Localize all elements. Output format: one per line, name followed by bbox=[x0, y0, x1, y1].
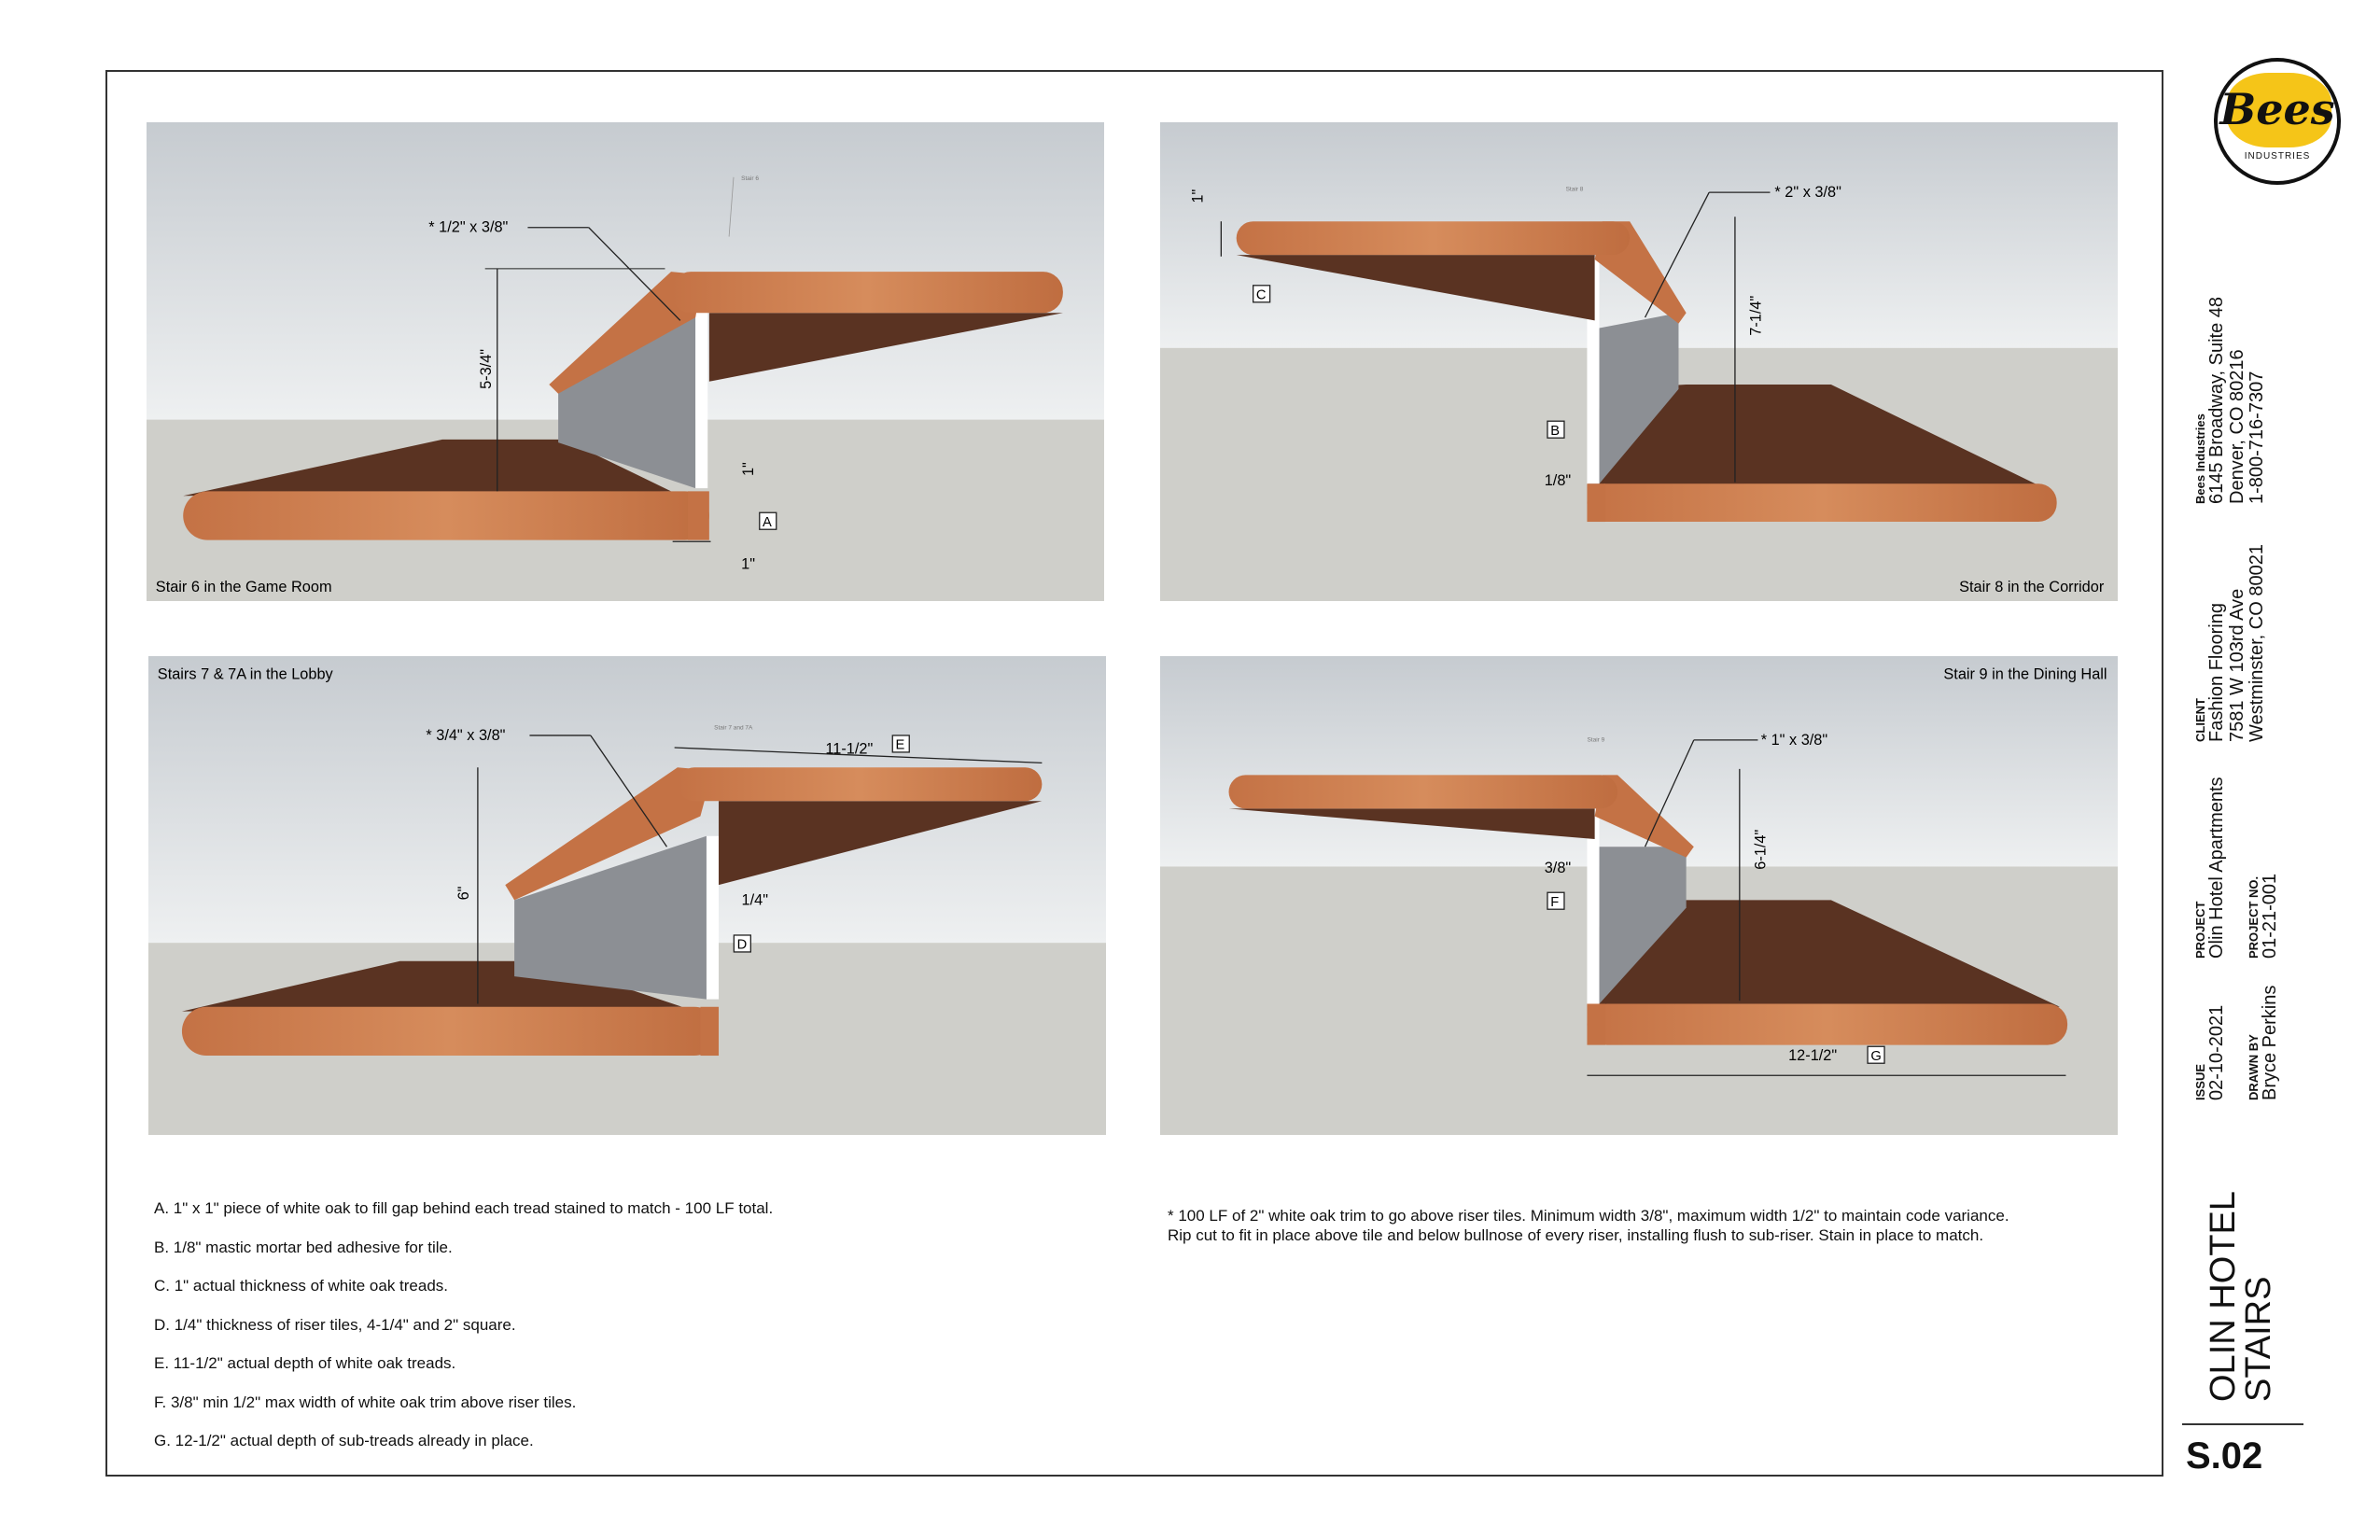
honeycomb-icon bbox=[2227, 73, 2331, 147]
drawing-border bbox=[105, 70, 2163, 1477]
view-caption: Stair 9 in the Dining Hall bbox=[1943, 666, 2107, 683]
trim-note-line-2: Rip cut to fit in place above tile and b… bbox=[1168, 1226, 1984, 1244]
issue-label: ISSUE bbox=[2193, 1063, 2207, 1100]
tile-thickness-dimension: 1/4" bbox=[742, 891, 769, 908]
drawn-by-info: DRAWN BY Bryce Perkins bbox=[2247, 986, 2281, 1100]
depth-dimension: 11-1/2" bbox=[825, 741, 873, 758]
company-city: Denver, CO 80216 bbox=[2226, 349, 2247, 504]
trim-dimension: * 1/2" x 3/8" bbox=[428, 219, 508, 236]
rise-dimension: 6" bbox=[455, 886, 472, 900]
client-city: Westminster, CO 80021 bbox=[2247, 544, 2268, 742]
trim-dimension: * 3/4" x 3/8" bbox=[426, 727, 505, 744]
trim-width-dimension: 3/8" bbox=[1545, 860, 1572, 876]
client-label: CLIENT bbox=[2193, 698, 2207, 742]
thickness-dimension: 1" bbox=[740, 462, 757, 476]
callout-e: E bbox=[896, 738, 905, 753]
logo-wordmark: Bees bbox=[2219, 84, 2335, 134]
company-info: Bees Industries 6145 Broadway, Suite 48 … bbox=[2193, 296, 2268, 504]
sheet-number: S.02 bbox=[2186, 1435, 2263, 1477]
company-name: Bees Industries bbox=[2193, 413, 2207, 504]
project-info: PROJECT Olin Hotel Apartments bbox=[2193, 777, 2228, 959]
project-number: 01-21-001 bbox=[2260, 873, 2281, 959]
callout-f: F bbox=[1550, 895, 1559, 910]
note-e: E. 11-1/2" actual depth of white oak tre… bbox=[154, 1354, 456, 1372]
callout-c: C bbox=[1256, 288, 1267, 303]
view-caption: Stairs 7 & 7A in the Lobby bbox=[158, 666, 334, 683]
company-address: 6145 Broadway, Suite 48 bbox=[2206, 296, 2228, 504]
client-name: Fashion Flooring bbox=[2206, 603, 2228, 742]
issue-date: 02-10-2021 bbox=[2206, 1004, 2228, 1100]
sheet-title: OLIN HOTEL STAIRS bbox=[2204, 1191, 2278, 1402]
rise-dimension: 6-1/4" bbox=[1753, 830, 1770, 870]
rise-dimension: 7-1/4" bbox=[1748, 296, 1765, 336]
view-caption: Stair 6 in the Game Room bbox=[156, 579, 332, 595]
sheet-title-line-1: OLIN HOTEL bbox=[2204, 1191, 2243, 1402]
callout-b: B bbox=[1550, 424, 1560, 439]
title-divider bbox=[2182, 1423, 2303, 1425]
stair-tag: Stair 7 and 7A bbox=[714, 724, 753, 731]
gap-dimension: 1" bbox=[741, 556, 755, 573]
stair-tag: Stair 6 bbox=[741, 175, 759, 182]
adhesive-dimension: 1/8" bbox=[1545, 472, 1572, 489]
stair-tag: Stair 9 bbox=[1587, 736, 1604, 743]
view-stair-7: * 3/4" x 3/8" 6" Stair 7 and 7A 11-1/2" … bbox=[148, 656, 1106, 1135]
company-phone: 1-800-716-7307 bbox=[2247, 371, 2268, 504]
issue-info: ISSUE 02-10-2021 bbox=[2193, 1004, 2228, 1100]
rise-dimension: 5-3/4" bbox=[478, 349, 495, 389]
view-caption: Stair 8 in the Corridor bbox=[1959, 579, 2105, 595]
sheet-title-line-2: STAIRS bbox=[2239, 1276, 2278, 1402]
trim-dimension: * 1" x 3/8" bbox=[1761, 732, 1828, 749]
project-label: PROJECT bbox=[2193, 901, 2207, 959]
note-f: F. 3/8" min 1/2" max width of white oak … bbox=[154, 1393, 577, 1411]
client-info: CLIENT Fashion Flooring 7581 W 103rd Ave… bbox=[2193, 544, 2268, 742]
view-stair-9: * 1" x 3/8" 6-1/4" Stair 9 3/8" 12-1/2" … bbox=[1160, 656, 2118, 1135]
drawn-by-name: Bryce Perkins bbox=[2260, 985, 2281, 1100]
view-stair-8: * 2" x 3/8" 7-1/4" Stair 8 1" 1/8" C B S… bbox=[1160, 122, 2118, 601]
note-b: B. 1/8" mastic mortar bed adhesive for t… bbox=[154, 1239, 453, 1256]
note-d: D. 1/4" thickness of riser tiles, 4-1/4"… bbox=[154, 1316, 516, 1334]
stair-tag: Stair 8 bbox=[1566, 187, 1584, 193]
callout-d: D bbox=[737, 938, 748, 953]
project-name: Olin Hotel Apartments bbox=[2206, 777, 2228, 959]
note-g: G. 12-1/2" actual depth of sub-treads al… bbox=[154, 1432, 534, 1449]
client-address: 7581 W 103rd Ave bbox=[2226, 588, 2247, 742]
callout-a: A bbox=[763, 515, 772, 530]
drawn-by-label: DRAWN BY bbox=[2247, 1034, 2261, 1100]
view-stair-6: * 1/2" x 3/8" 5-3/4" Stair 6 1" 1" A Sta… bbox=[147, 122, 1104, 601]
note-c: C. 1" actual thickness of white oak trea… bbox=[154, 1277, 449, 1295]
logo-subtitle: INDUSTRIES bbox=[2244, 151, 2311, 161]
note-a: A. 1" x 1" piece of white oak to fill ga… bbox=[154, 1199, 774, 1217]
thickness-dimension: 1" bbox=[1190, 189, 1207, 203]
subtread-depth-dimension: 12-1/2" bbox=[1788, 1047, 1837, 1064]
trim-dimension: * 2" x 3/8" bbox=[1774, 184, 1841, 201]
trim-note-line-1: * 100 LF of 2" white oak trim to go abov… bbox=[1168, 1207, 2009, 1225]
project-number-info: PROJECT NO. 01-21-001 bbox=[2247, 874, 2281, 959]
company-logo: Bees INDUSTRIES bbox=[2214, 58, 2341, 185]
callout-g: G bbox=[1870, 1049, 1881, 1064]
project-number-label: PROJECT NO. bbox=[2247, 875, 2261, 959]
